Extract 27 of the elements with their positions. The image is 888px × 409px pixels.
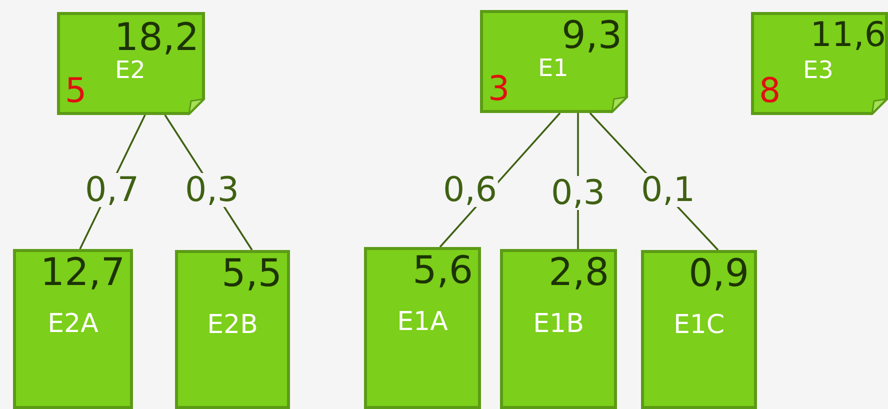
- sticky-note: [57, 12, 205, 115]
- value-label: 2,8: [548, 253, 609, 291]
- node-title: E2A: [46, 311, 100, 337]
- process-box: [13, 249, 133, 409]
- node-title: E1A: [396, 309, 449, 335]
- node-title: E3: [803, 58, 834, 82]
- value-label: 11,6: [810, 18, 886, 52]
- node-title: E1C: [672, 312, 726, 338]
- value-label: 9,3: [562, 16, 622, 54]
- node-title: E2B: [206, 312, 259, 338]
- node-title: E1B: [532, 311, 585, 337]
- node-title: E2: [115, 58, 146, 82]
- sticky-note: [751, 12, 888, 115]
- sticky-note: [480, 10, 628, 113]
- count-label: 5: [65, 74, 87, 108]
- node-title: E1: [538, 56, 568, 80]
- count-label: 3: [488, 72, 510, 106]
- process-box: [641, 250, 757, 409]
- value-label: 18,2: [114, 18, 199, 56]
- count-label: 8: [759, 74, 781, 108]
- value-label: 0,9: [688, 254, 749, 292]
- value-label: 5,6: [412, 251, 473, 289]
- value-label: 5,5: [222, 254, 282, 292]
- process-box: [175, 250, 290, 409]
- process-box: [364, 247, 481, 409]
- value-label: 12,7: [40, 253, 125, 291]
- process-box: [500, 249, 617, 409]
